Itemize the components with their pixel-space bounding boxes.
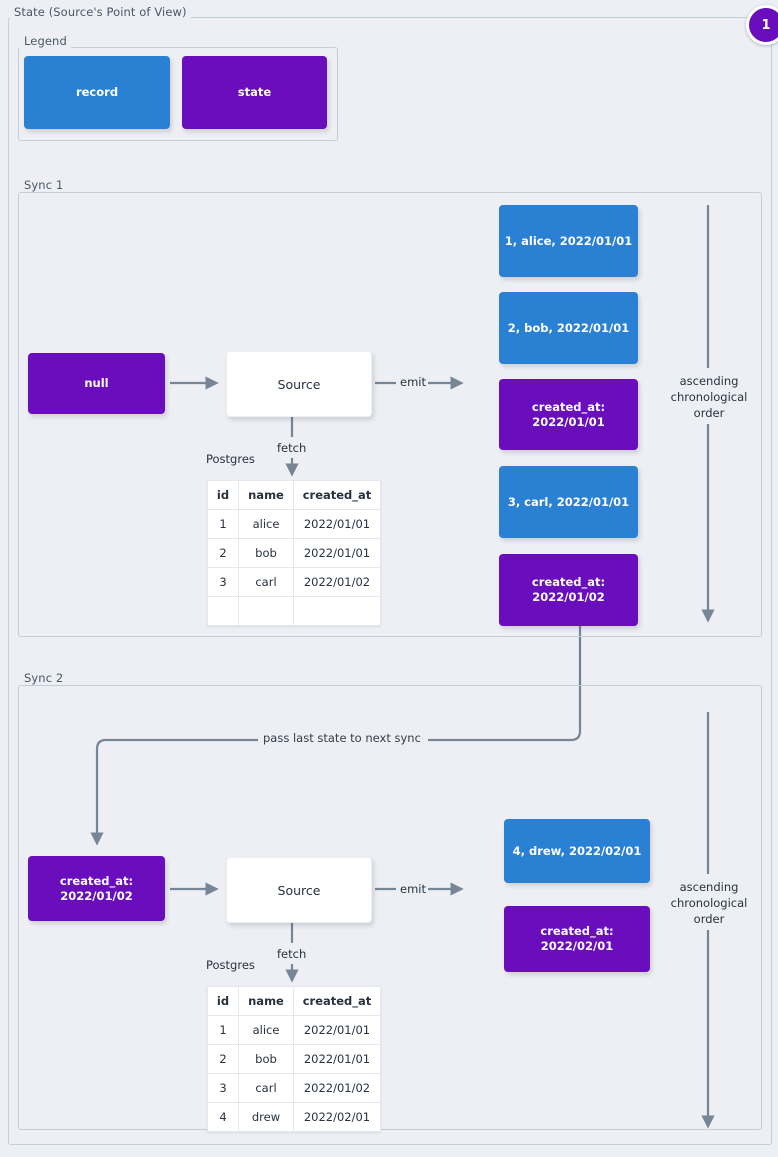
state-key: created_at:	[59, 873, 134, 888]
cell-name: carl	[238, 567, 294, 597]
cell-name	[238, 596, 294, 626]
sync2-emit-label: emit	[398, 882, 428, 896]
order-line-1: ascending	[679, 374, 739, 388]
cell-id: 1	[207, 1015, 239, 1045]
cell-created-at	[293, 596, 381, 626]
cell-name: bob	[238, 1044, 294, 1074]
column-header-id: id	[207, 986, 239, 1016]
table-row: 3 carl 2022/01/02	[207, 1073, 381, 1103]
column-header-created-at: created_at	[293, 480, 381, 510]
cell-created-at: 2022/01/02	[293, 567, 381, 597]
sync2-emitted-record-1: 4, drew, 2022/02/01	[504, 819, 650, 883]
cell-id: 3	[207, 567, 239, 597]
table-row: 1 alice 2022/01/01	[207, 509, 381, 539]
column-header-name: name	[238, 480, 294, 510]
table-row: 2 bob 2022/01/01	[207, 538, 381, 568]
column-header-id: id	[207, 480, 239, 510]
order-line-2: chronological	[670, 896, 748, 910]
cell-id: 3	[207, 1073, 239, 1103]
sync2-db-caption: Postgres	[206, 958, 255, 972]
sync2-fetch-label: fetch	[275, 947, 309, 961]
order-line-3: order	[693, 912, 725, 926]
pass-state-label: pass last state to next sync	[258, 731, 426, 745]
cell-id: 2	[207, 1044, 239, 1074]
table-header-row: id name created_at	[207, 480, 381, 510]
sync2-title: Sync 2	[20, 671, 68, 685]
sync1-emitted-state-1: created_at: 2022/01/01	[499, 379, 638, 450]
sync2-order-annotation: ascending chronological order	[659, 879, 759, 927]
sync2-postgres-table: id name created_at 1 alice 2022/01/01 2 …	[207, 986, 381, 1132]
cell-id: 4	[207, 1102, 239, 1132]
legend-swatch-record: record	[24, 56, 170, 129]
state-value: 2022/01/02	[532, 590, 605, 604]
cell-name: alice	[238, 509, 294, 539]
column-header-name: name	[238, 986, 294, 1016]
table-header-row: id name created_at	[207, 986, 381, 1016]
state-value: 2022/02/01	[540, 939, 614, 953]
sync1-emitted-record-1: 1, alice, 2022/01/01	[499, 205, 638, 277]
cell-name: carl	[238, 1073, 294, 1103]
sync2-input-state-node: created_at: 2022/01/02	[28, 856, 165, 921]
sync1-group-frame	[18, 192, 762, 637]
sync1-emit-label: emit	[398, 375, 428, 389]
table-row: 2 bob 2022/01/01	[207, 1044, 381, 1074]
table-row: 1 alice 2022/01/01	[207, 1015, 381, 1045]
state-key: created_at:	[540, 924, 614, 938]
cell-name: bob	[238, 538, 294, 568]
table-row: 4 drew 2022/02/01	[207, 1102, 381, 1132]
legend-swatch-state: state	[182, 56, 327, 129]
cell-created-at: 2022/01/01	[293, 1044, 381, 1074]
sync1-emitted-record-3: 3, carl, 2022/01/01	[499, 466, 638, 538]
state-value: 2022/01/02	[60, 888, 133, 903]
table-row-empty	[207, 596, 381, 626]
cell-created-at: 2022/01/01	[293, 509, 381, 539]
sync1-order-annotation: ascending chronological order	[659, 373, 759, 421]
sync1-input-state-node: null	[28, 353, 165, 414]
cell-created-at: 2022/02/01	[293, 1102, 381, 1132]
column-header-created-at: created_at	[293, 986, 381, 1016]
order-line-2: chronological	[670, 390, 748, 404]
sync2-emitted-state-1: created_at: 2022/02/01	[504, 906, 650, 972]
cell-created-at: 2022/01/01	[293, 538, 381, 568]
sync1-fetch-label: fetch	[275, 441, 309, 455]
sync1-postgres-table: id name created_at 1 alice 2022/01/01 2 …	[207, 480, 381, 626]
sync2-source-node: Source	[226, 857, 372, 923]
sync1-title: Sync 1	[20, 178, 68, 192]
cell-created-at: 2022/01/02	[293, 1073, 381, 1103]
cell-name: alice	[238, 1015, 294, 1045]
cell-id	[207, 596, 239, 626]
page-title: State (Source's Point of View)	[10, 5, 191, 19]
sync1-emitted-record-2: 2, bob, 2022/01/01	[499, 292, 638, 364]
state-key: created_at:	[531, 575, 606, 589]
cell-created-at: 2022/01/01	[293, 1015, 381, 1045]
sync1-db-caption: Postgres	[206, 452, 255, 466]
cell-id: 1	[207, 509, 239, 539]
state-value: 2022/01/01	[532, 414, 605, 429]
sync1-emitted-state-2: created_at: 2022/01/02	[499, 554, 638, 626]
cell-name: drew	[238, 1102, 294, 1132]
state-key: created_at:	[531, 399, 606, 414]
step-badge[interactable]: 1	[746, 5, 778, 45]
cell-id: 2	[207, 538, 239, 568]
order-line-1: ascending	[679, 880, 739, 894]
legend-title: Legend	[20, 34, 71, 48]
table-row: 3 carl 2022/01/02	[207, 567, 381, 597]
order-line-3: order	[693, 406, 725, 420]
sync1-source-node: Source	[226, 351, 372, 417]
